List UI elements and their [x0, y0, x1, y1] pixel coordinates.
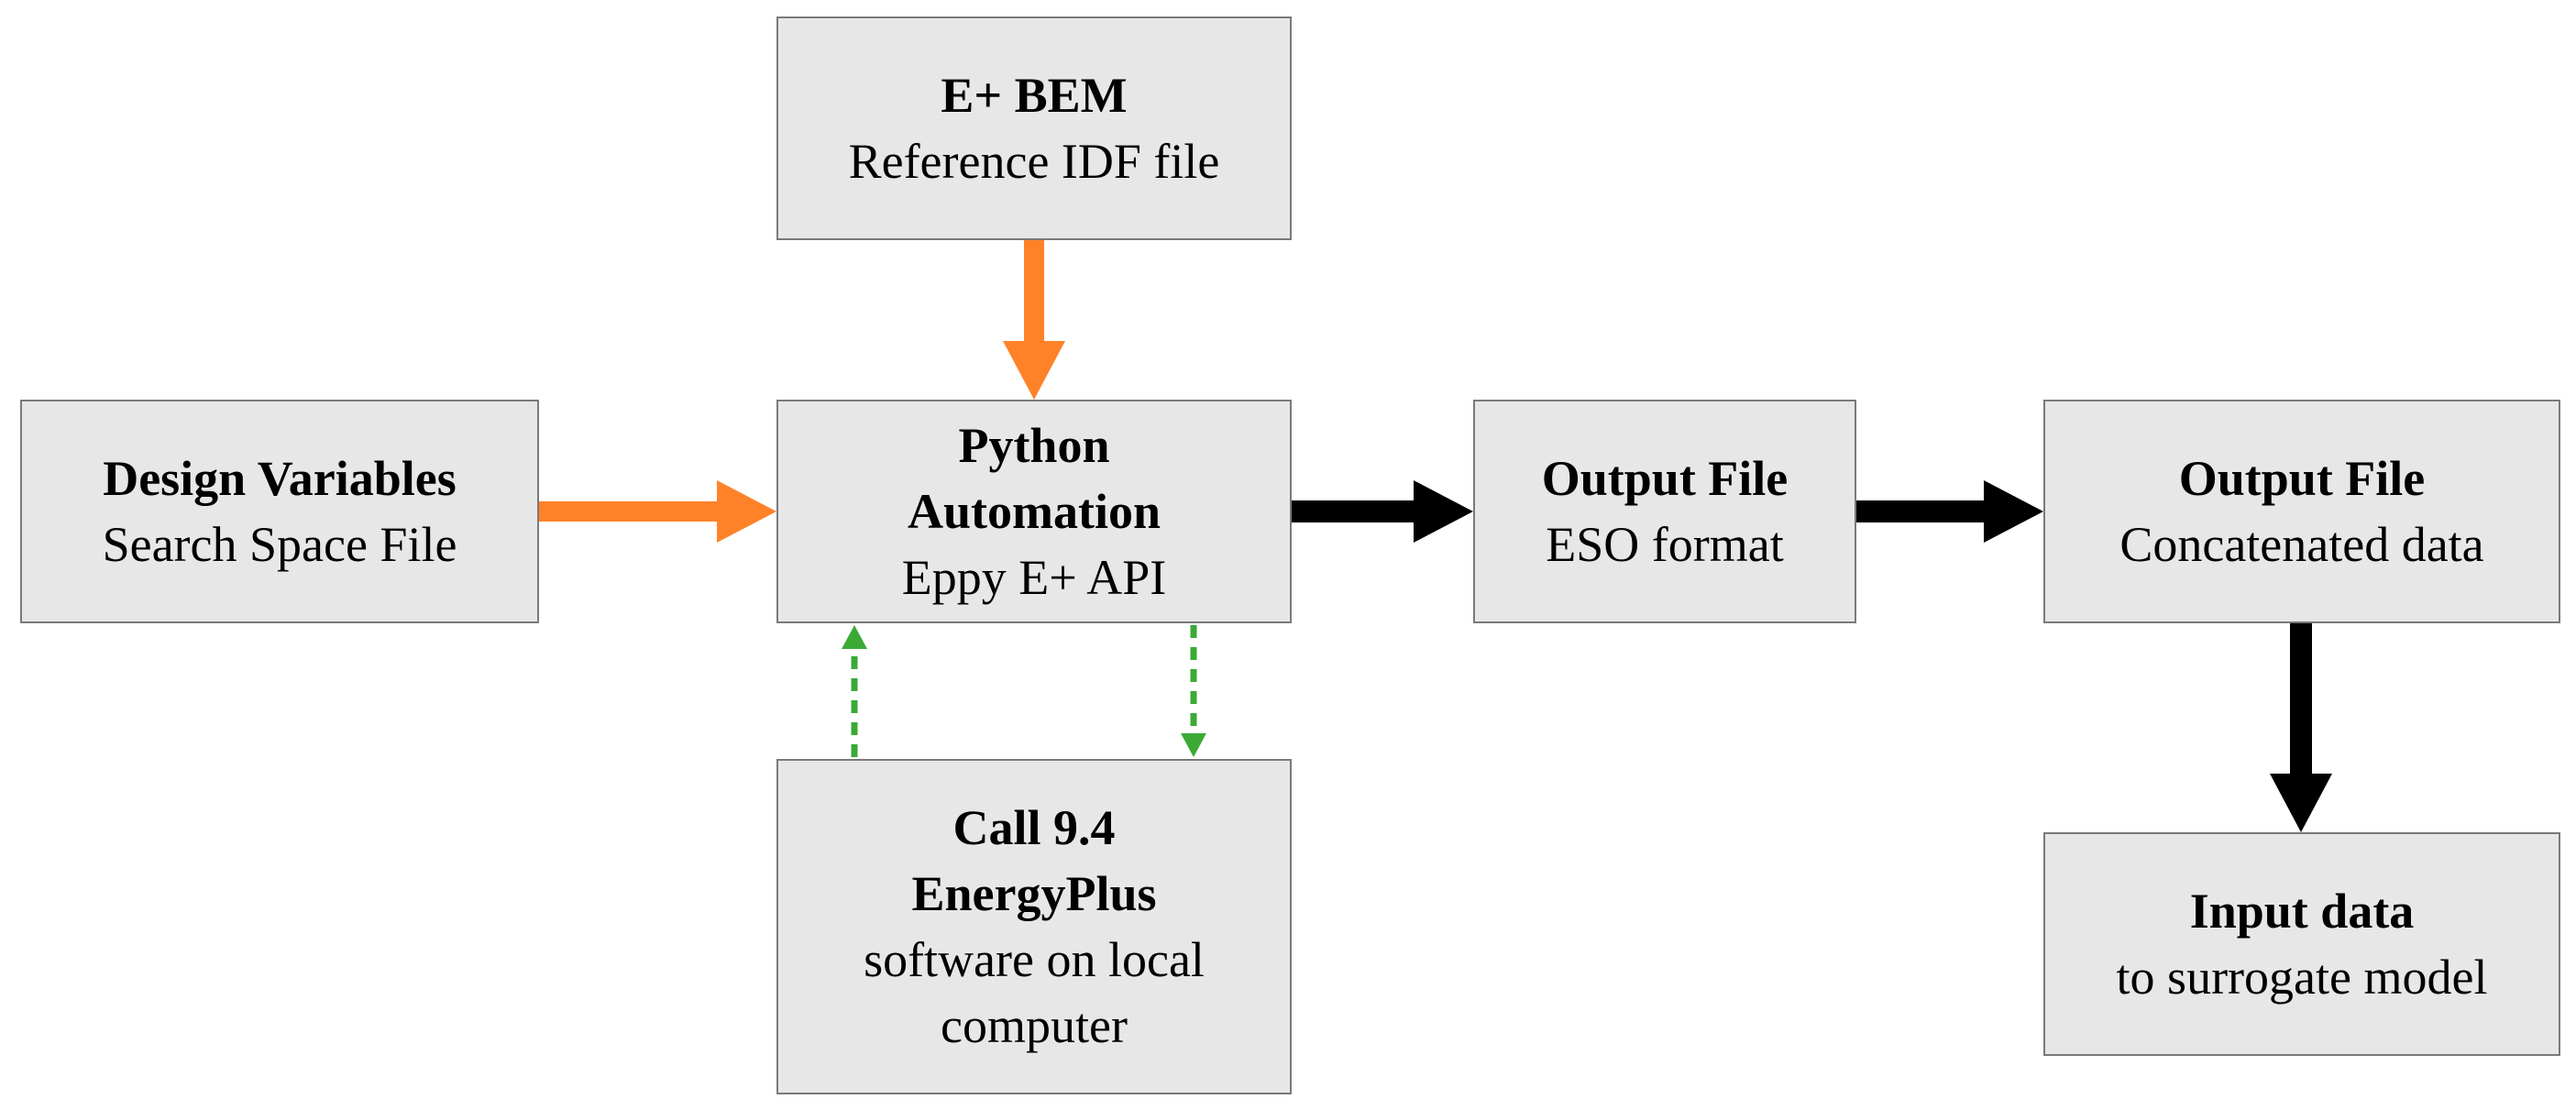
- box-python-subtitle: Eppy E+ API: [901, 550, 1167, 605]
- box-input-data-subtitle: to surrogate model: [2116, 950, 2488, 1005]
- arrow-python-to-eso: [1292, 480, 1473, 543]
- box-energyplus-subtitle-line1: software on local: [864, 932, 1205, 987]
- box-energyplus-title-line1: Call 9.4: [952, 800, 1116, 855]
- arrow-eso-to-concatenated: [1856, 480, 2043, 543]
- box-python-title-line2: Automation: [907, 484, 1161, 539]
- box-ebem-subtitle: Reference IDF file: [848, 134, 1220, 189]
- box-design-variables-subtitle: Search Space File: [102, 517, 457, 572]
- box-output-eso: Output File ESO format: [1473, 400, 1856, 623]
- box-energyplus: Call 9.4 EnergyPlus software on local co…: [776, 759, 1292, 1094]
- box-design-variables-title: Design Variables: [103, 451, 457, 506]
- box-input-data: Input data to surrogate model: [2043, 832, 2560, 1056]
- arrow-energyplus-to-python: [842, 625, 867, 757]
- box-output-concatenated: Output File Concatenated data: [2043, 400, 2560, 623]
- box-design-variables: Design Variables Search Space File: [20, 400, 539, 623]
- box-energyplus-subtitle-line2: computer: [941, 998, 1128, 1053]
- box-output-eso-title: Output File: [1541, 451, 1789, 506]
- box-output-concatenated-subtitle: Concatenated data: [2119, 517, 2484, 572]
- arrow-python-to-energyplus: [1181, 625, 1206, 757]
- box-python-title-line1: Python: [958, 418, 1110, 473]
- box-output-concatenated-title: Output File: [2178, 451, 2426, 506]
- box-ebem-title: E+ BEM: [941, 68, 1128, 123]
- arrow-ebem-to-python: [1003, 240, 1065, 400]
- box-output-eso-subtitle: ESO format: [1546, 517, 1784, 572]
- arrow-design-to-python: [539, 480, 776, 543]
- arrow-concatenated-to-input: [2270, 623, 2332, 832]
- box-input-data-title: Input data: [2189, 884, 2415, 939]
- box-energyplus-title-line2: EnergyPlus: [911, 866, 1157, 921]
- box-python-automation: Python Automation Eppy E+ API: [776, 400, 1292, 623]
- box-ebem: E+ BEM Reference IDF file: [776, 16, 1292, 240]
